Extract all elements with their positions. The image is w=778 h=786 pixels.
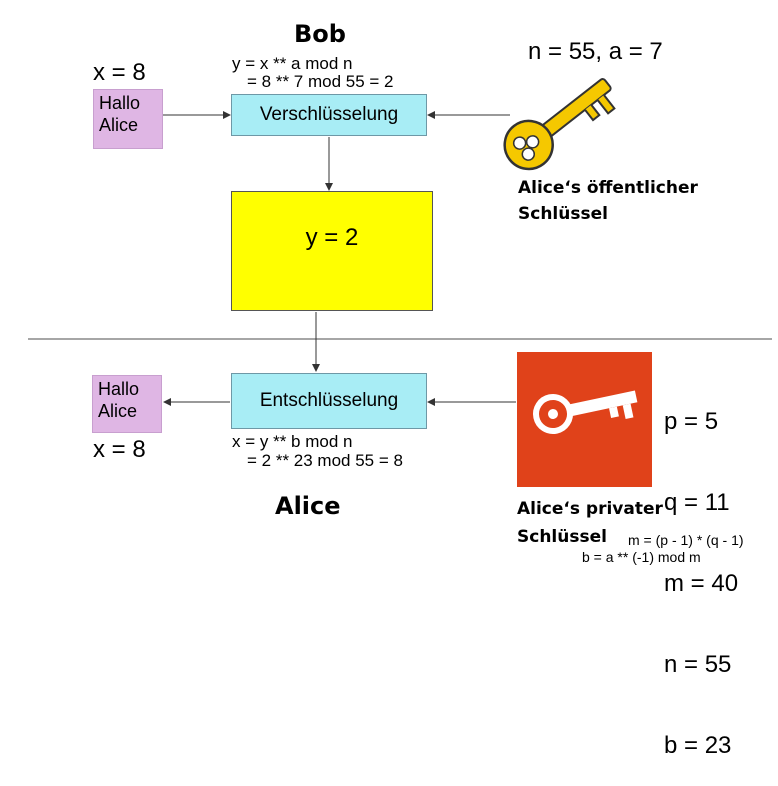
param-q: q = 11 bbox=[664, 489, 730, 516]
param-n: n = 55 bbox=[664, 651, 732, 678]
alice-title: Alice bbox=[275, 492, 341, 520]
encryption-formula-line1: y = x ** a mod n bbox=[232, 54, 353, 73]
public-key-caption: Alice‘s öffentlicher Schlüssel bbox=[518, 178, 698, 224]
encryption-box: Verschlüsselung bbox=[231, 94, 427, 136]
private-key-icon bbox=[517, 352, 652, 487]
ciphertext-label: y = 2 bbox=[305, 224, 359, 251]
decryption-formula-line1: x = y ** b mod n bbox=[232, 432, 353, 451]
param-p: p = 5 bbox=[664, 408, 719, 435]
decryption-box: Entschlüsselung bbox=[231, 373, 427, 429]
formula-b: b = a ** (-1) mod m bbox=[582, 549, 701, 565]
param-m: m = 40 bbox=[664, 570, 739, 597]
bob-plaintext-value: x = 8 bbox=[93, 59, 146, 86]
public-key-params: n = 55, a = 7 bbox=[528, 38, 663, 65]
bob-title: Bob bbox=[294, 20, 346, 48]
alice-plaintext-value: x = 8 bbox=[93, 436, 146, 463]
encryption-formula-line2: = 8 ** 7 mod 55 = 2 bbox=[247, 72, 394, 91]
decryption-formula-line2: = 2 ** 23 mod 55 = 8 bbox=[247, 451, 403, 470]
decryption-label: Entschlüsselung bbox=[259, 390, 399, 411]
param-b: b = 23 bbox=[664, 732, 732, 759]
formula-m: m = (p - 1) * (q - 1) bbox=[628, 532, 744, 548]
connector-layer bbox=[28, 78, 772, 487]
private-key-caption: Alice‘s privater Schlüssel bbox=[517, 499, 663, 547]
ciphertext-box: y = 2 bbox=[231, 191, 433, 311]
alice-message-box: Hallo Alice bbox=[92, 375, 162, 433]
private-key-params: p = 5 q = 11 m = 40 n = 55 b = 23 bbox=[664, 354, 738, 786]
public-key-icon bbox=[503, 78, 616, 171]
encryption-label: Verschlüsselung bbox=[259, 104, 399, 125]
bob-message-box: Hallo Alice bbox=[93, 89, 163, 149]
